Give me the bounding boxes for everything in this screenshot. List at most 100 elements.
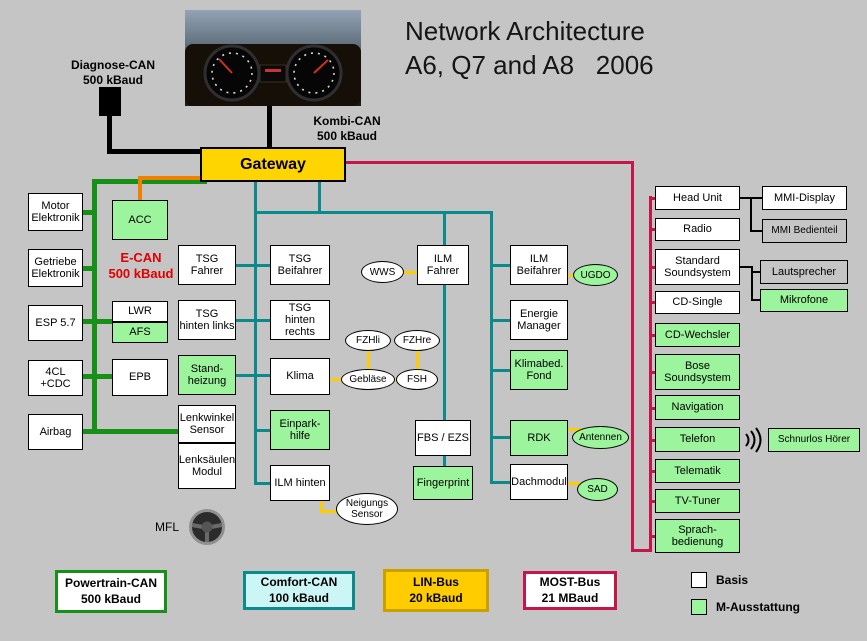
most-bus-line bbox=[649, 266, 657, 269]
node-radio: Radio bbox=[655, 218, 740, 241]
node-sprachbedienung: Sprach- bedienung bbox=[655, 519, 740, 553]
most-bus-line bbox=[345, 161, 634, 164]
legend-m-ausstattung-swatch bbox=[691, 599, 707, 615]
most-bus-line bbox=[649, 334, 657, 337]
node-getriebe-elektronik: Getriebe Elektronik bbox=[28, 249, 83, 287]
most-bus-line bbox=[649, 301, 657, 304]
node-tsg-fahrer: TSG Fahrer bbox=[178, 245, 236, 285]
e-can-line bbox=[138, 176, 142, 202]
comfort-can-line bbox=[490, 436, 510, 439]
comfort-can-line bbox=[443, 211, 446, 466]
node-4cl-cdc: 4CL +CDC bbox=[28, 360, 83, 396]
most-bus-line bbox=[649, 470, 657, 473]
lin-bus-line bbox=[320, 510, 340, 513]
node-einparkhilfe: Einpark- hilfe bbox=[270, 410, 330, 450]
node-standard-soundsystem: Standard Soundsystem bbox=[655, 249, 740, 285]
most-bus-line bbox=[649, 500, 657, 503]
node-esp: ESP 5.7 bbox=[28, 305, 83, 341]
diagram-subtitle: A6, Q7 and A8 2006 bbox=[405, 50, 654, 80]
powertrain-can-line bbox=[83, 429, 180, 434]
mfl-label: MFL bbox=[155, 520, 179, 534]
mmi-link-line bbox=[750, 197, 752, 232]
speaker-link-line bbox=[740, 266, 752, 268]
node-fsh: FSH bbox=[396, 369, 438, 390]
diagnose-can-label: Diagnose-CAN 500 kBaud bbox=[70, 58, 155, 87]
most-bus-line bbox=[649, 439, 657, 442]
speaker-link-line bbox=[751, 266, 753, 301]
node-mikrofone: Mikrofone bbox=[760, 289, 848, 312]
gateway-node: Gateway bbox=[200, 147, 346, 182]
most-bus-line bbox=[649, 197, 657, 200]
diagnose-can-line bbox=[107, 149, 202, 154]
node-lenkwinkel-sensor: Lenkwinkel Sensor bbox=[178, 405, 236, 443]
legend-most-bus: MOST-Bus 21 MBaud bbox=[523, 571, 617, 610]
comfort-can-line bbox=[254, 182, 257, 484]
node-fzhre: FZHre bbox=[394, 330, 440, 351]
most-bus-line bbox=[631, 549, 652, 552]
lin-bus-line bbox=[320, 499, 323, 513]
node-ugdo: UGDO bbox=[573, 264, 618, 286]
node-rdk: RDK bbox=[510, 420, 568, 456]
powertrain-can-line bbox=[92, 179, 207, 184]
node-cd-single: CD-Single bbox=[655, 291, 740, 314]
node-navigation: Navigation bbox=[655, 395, 740, 420]
legend-m-ausstattung-label: M-Ausstattung bbox=[716, 600, 800, 614]
e-can-line bbox=[138, 176, 205, 180]
legend-comfort-can: Comfort-CAN 100 kBaud bbox=[243, 571, 355, 610]
node-ilm-beifahrer: ILM Beifahrer bbox=[510, 245, 568, 285]
kombi-can-line bbox=[267, 104, 272, 148]
legend-lin-bus: LIN-Bus 20 kBaud bbox=[383, 569, 489, 612]
kombi-can-label: Kombi-CAN 500 kBaud bbox=[313, 114, 381, 143]
comfort-can-line bbox=[254, 211, 492, 214]
lin-bus-line bbox=[403, 271, 418, 274]
legend-powertrain-can: Powertrain-CAN 500 kBaud bbox=[55, 570, 167, 613]
node-wws: WWS bbox=[361, 261, 404, 283]
legend-basis-swatch bbox=[691, 572, 707, 588]
e-can-label: E-CAN 500 kBaud bbox=[108, 250, 174, 282]
node-ilm-hinten: ILM hinten bbox=[270, 465, 330, 501]
most-bus-line bbox=[649, 535, 657, 538]
node-lwr: LWR bbox=[112, 301, 168, 322]
diagram-title: Network Architecture bbox=[405, 16, 645, 46]
node-telematik: Telematik bbox=[655, 459, 740, 483]
instrument-cluster-image bbox=[185, 10, 361, 106]
most-bus-line bbox=[649, 407, 657, 410]
node-klima: Klima bbox=[270, 358, 330, 395]
node-tsg-beifahrer: TSG Beifahrer bbox=[270, 245, 330, 285]
comfort-can-line bbox=[490, 211, 493, 484]
node-mmi-display: MMI-Display bbox=[762, 186, 847, 210]
comfort-can-line bbox=[236, 374, 270, 377]
legend-basis-label: Basis bbox=[716, 573, 749, 587]
node-ilm-fahrer: ILM Fahrer bbox=[417, 245, 469, 285]
node-lenksaeulen-modul: Lenksäulen Modul bbox=[178, 443, 236, 489]
node-schnurlos-hoerer: Schnurlos Hörer bbox=[768, 428, 860, 452]
powertrain-can-line bbox=[83, 374, 112, 379]
node-antennen: Antennen bbox=[572, 426, 629, 449]
node-telefon: Telefon bbox=[655, 427, 740, 452]
diagnose-can-line bbox=[107, 116, 112, 154]
comfort-can-line bbox=[490, 481, 510, 484]
mmi-link-line bbox=[740, 197, 764, 199]
node-tsg-hinten-links: TSG hinten links bbox=[178, 300, 236, 340]
node-fbs-ezs: FBS / EZS bbox=[415, 420, 471, 456]
node-fzhli: FZHli bbox=[345, 330, 391, 351]
node-standheizung: Stand- heizung bbox=[178, 355, 236, 395]
comfort-can-line bbox=[236, 264, 270, 267]
comfort-can-line bbox=[254, 429, 270, 432]
comfort-can-line bbox=[254, 482, 270, 485]
lin-bus-line bbox=[416, 350, 419, 372]
node-head-unit: Head Unit bbox=[655, 186, 740, 210]
most-bus-line bbox=[649, 228, 657, 231]
speaker-link-line bbox=[751, 271, 764, 273]
node-geblaese: Gebläse bbox=[341, 369, 395, 390]
node-tv-tuner: TV-Tuner bbox=[655, 489, 740, 513]
powertrain-can-line bbox=[83, 210, 97, 215]
node-tsg-hinten-rechts: TSG hinten rechts bbox=[270, 300, 330, 340]
node-bose-soundsystem: Bose Soundsystem bbox=[655, 354, 740, 390]
node-fingerprint: Fingerprint bbox=[413, 466, 473, 500]
powertrain-can-line bbox=[83, 266, 97, 271]
comfort-can-line bbox=[490, 369, 510, 372]
node-airbag: Airbag bbox=[28, 414, 83, 450]
most-bus-line bbox=[649, 371, 657, 374]
